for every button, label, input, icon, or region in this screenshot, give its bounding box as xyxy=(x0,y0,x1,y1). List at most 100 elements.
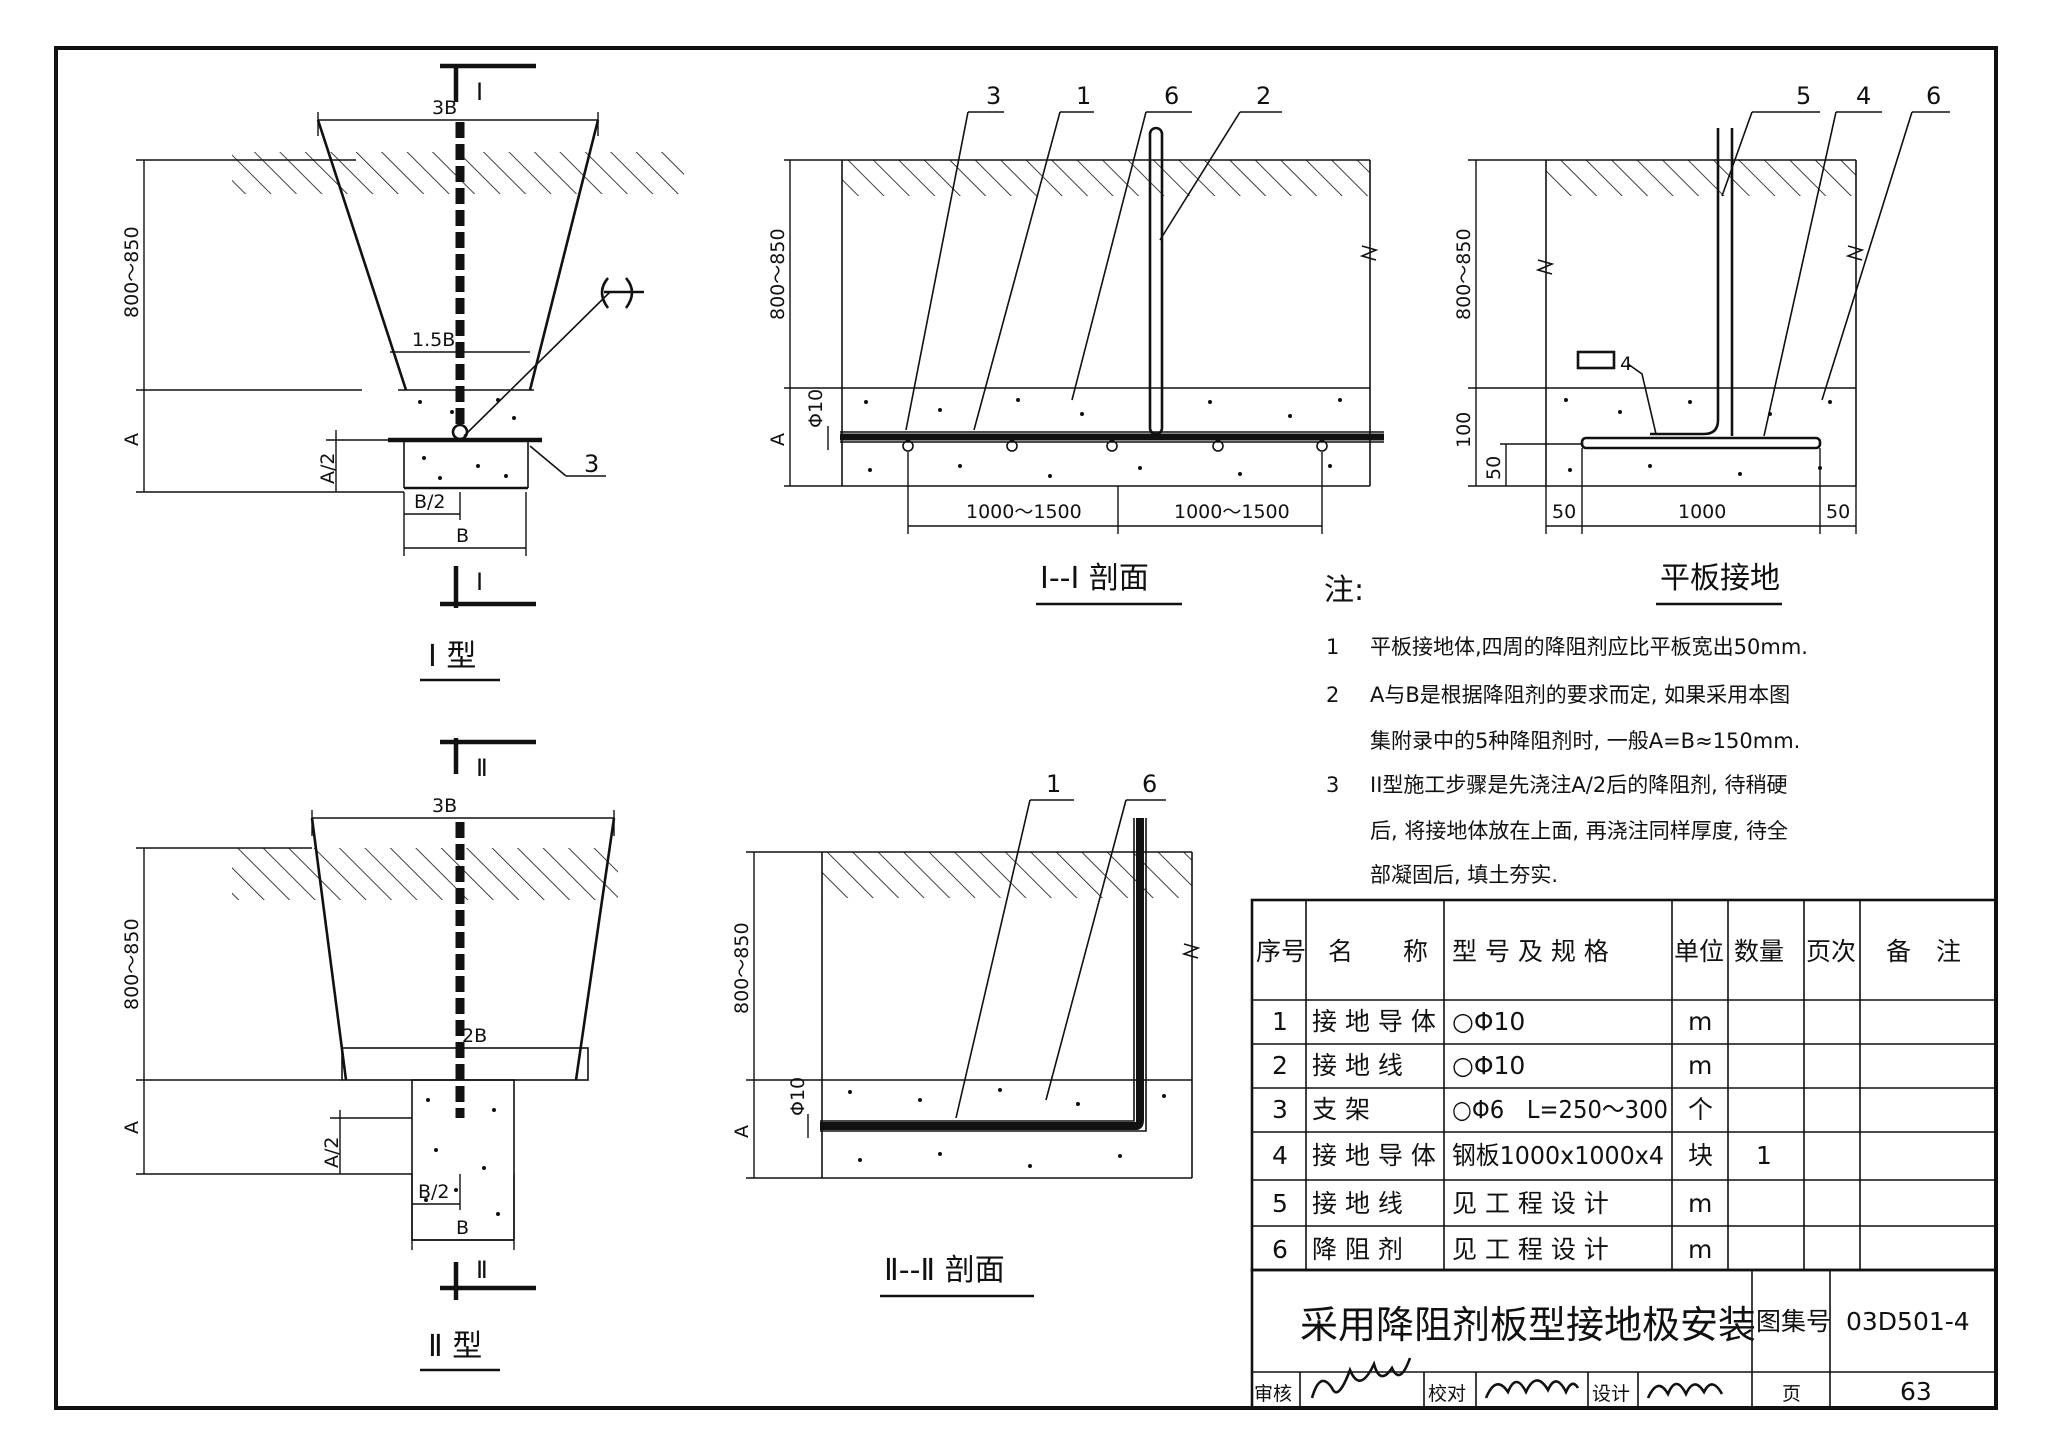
table-row-4-name: 接 地 导 体 xyxy=(1312,1141,1436,1170)
plate-dim-depth: 800～850 xyxy=(1453,228,1475,320)
type1-dim-b-half: B/2 xyxy=(414,491,446,513)
atlas-number: 03D501-4 xyxy=(1846,1307,1970,1336)
table-row-1-unit: m xyxy=(1688,1007,1712,1036)
type2-dim-a: A xyxy=(121,1121,143,1134)
table-row-5-spec: 见 工 程 设 计 xyxy=(1452,1189,1609,1218)
table-header-qty: 数量 xyxy=(1734,937,1784,966)
design-signature xyxy=(1646,1382,1724,1399)
title-block: 采用降阻剂板型接地极安装 图集号 03D501-4 审核 校对 设计 页 63 xyxy=(1250,1268,1998,1410)
section1-dim-a: A xyxy=(767,433,789,446)
notes-heading: 注: xyxy=(1324,573,1364,608)
table-row-1-spec: ○Φ10 xyxy=(1452,1007,1525,1036)
type2-dim-b-half: B/2 xyxy=(418,1181,450,1203)
table-header-page: 页次 xyxy=(1806,937,1856,966)
table-header-remark: 备 注 xyxy=(1886,937,1961,966)
table-row-6-unit: m xyxy=(1688,1235,1712,1264)
type2-section-mark-bottom: Ⅱ xyxy=(476,1256,488,1284)
type2-dim-depth: 800～850 xyxy=(121,918,143,1010)
section2-view: 1 6 800～850 A Φ10 Ⅱ--Ⅱ 剖面 xyxy=(731,770,1201,1298)
section1-ground-hatch xyxy=(842,160,1370,196)
page-number: 63 xyxy=(1900,1377,1932,1406)
material-table: 序号 名 称 型 号 及 规 格 单位 数量 页次 备 注 1 接 地 导 体 … xyxy=(1250,898,1998,1272)
section1-title: Ⅰ--Ⅰ 剖面 xyxy=(1040,561,1149,596)
type2-ground-hatch xyxy=(232,848,618,900)
plate-dim-50-left: 50 xyxy=(1552,501,1576,523)
plate-ground-wire xyxy=(1650,128,1734,436)
review-signature xyxy=(1310,1357,1412,1399)
note-1-num: 1 xyxy=(1326,635,1339,659)
plate-ground-hatch xyxy=(1546,160,1856,196)
note-3-line-2: 后, 将接地体放在上面, 再浇注同样厚度, 待全 xyxy=(1370,819,1788,843)
section1-callout-6: 6 xyxy=(1164,82,1179,110)
note-2-line-1: A与B是根据降阻剂的要求而定, 如果采用本图 xyxy=(1370,683,1790,707)
section2-callout-6: 6 xyxy=(1142,770,1157,798)
plate-title: 平板接地 xyxy=(1660,561,1780,596)
section1-ground-riser xyxy=(1148,126,1164,436)
plate-callout-6: 6 xyxy=(1926,82,1941,110)
type1-dim-top: 3B xyxy=(432,97,457,119)
plate-dim-50v: 50 xyxy=(1483,456,1505,480)
table-row-5-name: 接 地 线 xyxy=(1312,1189,1403,1218)
section1-dim-right: 1000～1500 xyxy=(1174,501,1290,523)
table-header-name: 名 称 xyxy=(1328,937,1428,966)
check-label: 校对 xyxy=(1428,1383,1466,1405)
section1-dim-rod: Φ10 xyxy=(805,389,827,428)
table-row-4-unit: 块 xyxy=(1688,1141,1713,1170)
plate-dim-100: 100 xyxy=(1453,412,1475,448)
section1-callout-3: 3 xyxy=(986,82,1001,110)
type2-dim-b: B xyxy=(456,1217,469,1239)
table-row-5-unit: m xyxy=(1688,1189,1712,1218)
plate-dim-1000: 1000 xyxy=(1678,501,1726,523)
type2-section-mark-top: Ⅱ xyxy=(476,754,488,782)
design-label: 设计 xyxy=(1592,1383,1630,1405)
type1-dim-b: B xyxy=(456,525,469,547)
table-row-2-name: 接 地 线 xyxy=(1312,1051,1403,1080)
section2-ground-hatch xyxy=(822,852,1192,898)
section2-dim-rod: Φ10 xyxy=(787,1077,809,1116)
table-header-spec: 型 号 及 规 格 xyxy=(1452,937,1609,966)
weld-symbol xyxy=(600,277,644,309)
type1-dim-mid: 1.5B xyxy=(412,329,455,351)
section2-callout-1: 1 xyxy=(1046,770,1061,798)
table-row-1-name: 接 地 导 体 xyxy=(1312,1007,1436,1036)
plate-dim-50-right: 50 xyxy=(1826,501,1850,523)
table-row-3-no: 3 xyxy=(1272,1095,1288,1124)
table-header-no: 序号 xyxy=(1256,937,1306,966)
type2-agent-block xyxy=(411,1079,515,1241)
type1-title: Ⅰ 型 xyxy=(428,639,476,674)
note-2-num: 2 xyxy=(1326,683,1339,707)
check-signature xyxy=(1484,1379,1580,1399)
type2-title: Ⅱ 型 xyxy=(428,1329,482,1364)
table-row-5-no: 5 xyxy=(1272,1189,1288,1218)
note-1-line-1: 平板接地体,四周的降阻剂应比平板宽出50mm. xyxy=(1370,635,1808,659)
table-row-3-unit: 个 xyxy=(1688,1095,1713,1124)
type2-dim-mid: 2B xyxy=(462,1025,487,1047)
drawing-title: 采用降阻剂板型接地极安装 xyxy=(1300,1303,1756,1347)
table-row-2-spec: ○Φ10 xyxy=(1452,1051,1525,1080)
section2-dim-a: A xyxy=(731,1125,753,1138)
table-row-2-unit: m xyxy=(1688,1051,1712,1080)
plate-callout-5: 5 xyxy=(1796,82,1811,110)
note-3-num: 3 xyxy=(1326,773,1339,797)
review-label: 审核 xyxy=(1254,1383,1292,1405)
table-row-4-qty: 1 xyxy=(1756,1141,1772,1170)
notes: 注: 1 平板接地体,四周的降阻剂应比平板宽出50mm. 2 A与B是根据降阻剂… xyxy=(1324,573,1808,887)
type2-view: Ⅱ Ⅱ 3B 2B 800～850 A A/2 B/2 B xyxy=(121,738,618,1372)
table-row-1-no: 1 xyxy=(1272,1007,1288,1036)
type2-dim-top: 3B xyxy=(432,795,457,817)
note-2-line-2: 集附录中的5种降阻剂时, 一般A=B≈150mm. xyxy=(1370,729,1800,753)
type1-dim-a-half: A/2 xyxy=(317,453,339,485)
table-row-4-no: 4 xyxy=(1272,1141,1288,1170)
table-row-6-spec: 见 工 程 设 计 xyxy=(1452,1235,1609,1264)
section1-callout-1: 1 xyxy=(1076,82,1091,110)
table-row-2-no: 2 xyxy=(1272,1051,1288,1080)
section2-title: Ⅱ--Ⅱ 剖面 xyxy=(884,1253,1005,1288)
type1-section-mark-bottom: Ⅰ xyxy=(476,568,483,596)
section1-view: 3 1 6 2 800～850 A Φ10 1000～1500 1000～150… xyxy=(767,82,1384,606)
table-row-4-spec: 钢板1000x1000x4 xyxy=(1452,1141,1664,1170)
plate-steel xyxy=(1580,436,1822,450)
table-row-6-no: 6 xyxy=(1272,1235,1288,1264)
table-row-3-name: 支 架 xyxy=(1312,1095,1370,1124)
section2-dim-depth: 800～850 xyxy=(731,922,753,1014)
type1-view: Ⅰ Ⅰ 3B 1.5B 3 xyxy=(121,63,684,682)
